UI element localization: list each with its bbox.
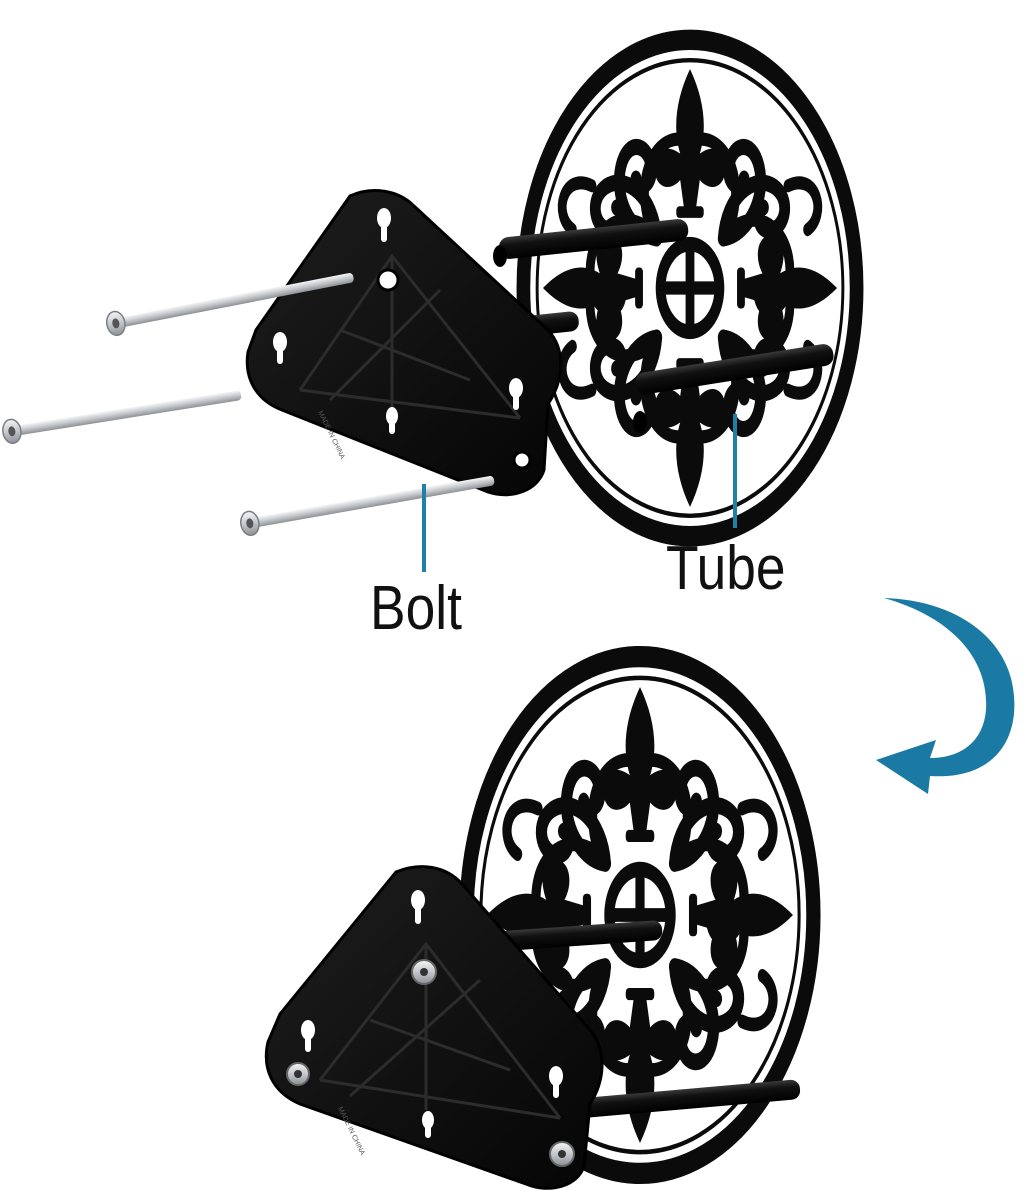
bolt-heads-installed [286, 959, 575, 1167]
bolt-3 [240, 476, 495, 537]
assembled-view: MADE IN CHINA [264, 657, 813, 1190]
keyhole-slots [273, 208, 523, 434]
bolt-label: Bolt [370, 574, 462, 643]
curved-arrow-down-left-icon [876, 598, 1015, 794]
mounting-plate-bottom: MADE IN CHINA [264, 865, 604, 1190]
bolts [2, 273, 495, 537]
decorative-wheel-top [523, 40, 856, 536]
bolt-2 [2, 390, 242, 445]
bolt-1 [105, 273, 354, 337]
mounting-plate-top: MADE IN CHINA [245, 189, 563, 497]
exploded-view: MADE IN CHINA [2, 40, 856, 572]
tube-label: Tube [666, 534, 786, 603]
